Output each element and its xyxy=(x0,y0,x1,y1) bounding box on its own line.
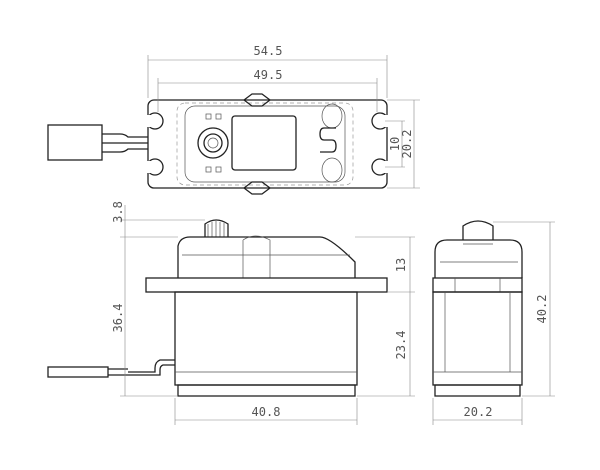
lead-connector xyxy=(47,366,109,378)
lead-cable xyxy=(128,359,175,376)
dim-body-height: 36.4 xyxy=(111,304,125,333)
dim-upper-height: 13 xyxy=(394,258,408,272)
dim-length: 40.8 xyxy=(252,405,281,419)
dim-hole-spacing: 49.5 xyxy=(254,68,283,82)
side-upper-housing xyxy=(434,239,523,278)
dim-spline-height: 3.8 xyxy=(111,201,125,223)
upper-housing xyxy=(177,236,356,278)
brand-logo xyxy=(319,127,337,153)
housing-outline xyxy=(176,102,354,186)
dim-overall-width: 54.5 xyxy=(254,44,283,58)
bottom-tab xyxy=(242,181,272,195)
side-spline xyxy=(462,220,494,240)
bottom-cover xyxy=(177,384,356,397)
dim-total-height: 40.2 xyxy=(535,295,549,324)
side-flange xyxy=(432,277,523,293)
mounting-flange xyxy=(145,277,388,293)
side-bottom xyxy=(434,384,521,397)
top-view: 54.5 49.5 10 20.2 xyxy=(47,44,420,195)
output-gear xyxy=(197,127,229,159)
dim-side-width: 20.2 xyxy=(464,405,493,419)
connector-plug xyxy=(47,124,103,161)
side-view: 20.2 40.2 xyxy=(432,220,555,425)
lead-wires xyxy=(102,133,148,153)
front-view: 3.8 36.4 13 23.4 40.8 xyxy=(47,201,415,425)
top-tab xyxy=(242,93,272,107)
main-case xyxy=(174,291,358,386)
mount-holes xyxy=(146,112,389,176)
dim-lower-height: 23.4 xyxy=(394,331,408,360)
label-window xyxy=(231,115,297,171)
dim-hole-gap: 10 xyxy=(388,137,402,151)
mounting-plate xyxy=(147,99,388,189)
dim-plate-width: 20.2 xyxy=(400,130,414,159)
side-case xyxy=(432,291,523,386)
output-spline xyxy=(204,219,229,237)
